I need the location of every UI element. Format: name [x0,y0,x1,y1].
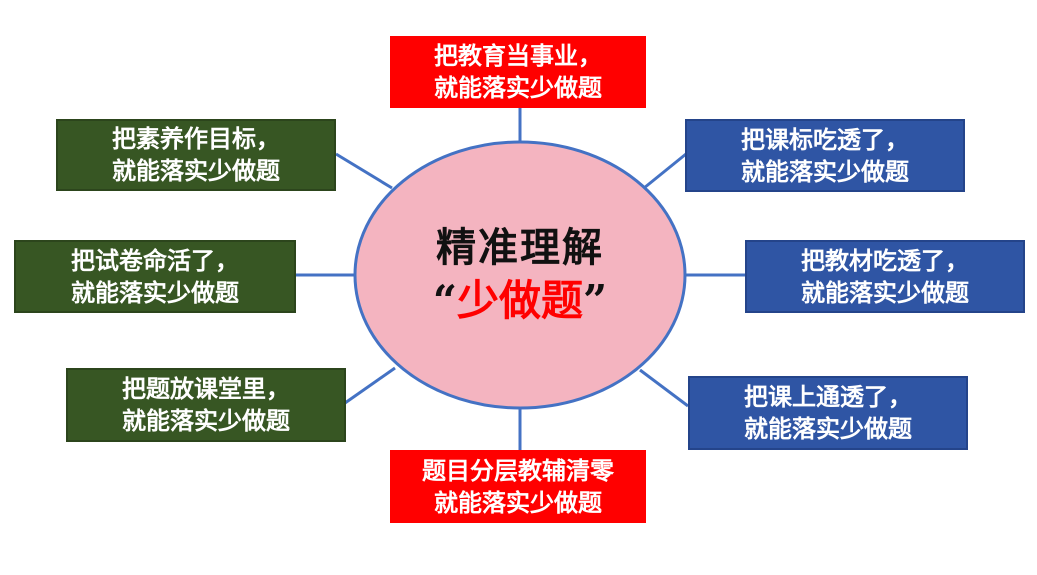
center-title: 精准理解 [436,224,604,271]
node-right3-line2: 就能落实少做题 [744,415,912,443]
node-left1-line2: 就能落实少做题 [112,157,280,185]
connector-right3 [639,368,689,408]
node-left2-line2: 就能落实少做题 [71,278,239,307]
node-bottom: 题目分层教辅清零 就能落实少做题 [390,450,646,523]
node-left2: 把试卷命活了， 就能落实少做题 [14,240,296,313]
connector-left1 [335,152,393,190]
node-right1: 把课标吃透了， 就能落实少做题 [685,119,965,192]
node-top-line1: 把教育当事业， [434,42,602,70]
node-left1: 把素养作目标， 就能落实少做题 [56,119,336,191]
connector-left3 [344,366,396,405]
node-left3-line2: 就能落实少做题 [122,407,290,435]
node-top: 把教育当事业， 就能落实少做题 [390,36,646,108]
node-right2-line2: 就能落实少做题 [801,278,969,307]
node-left3-line1: 把题放课堂里， [122,375,290,403]
center-highlight: 少做题 [456,276,583,325]
node-right1-line1: 把课标吃透了， [741,125,909,154]
connector-right1 [643,152,687,190]
node-left3: 把题放课堂里， 就能落实少做题 [66,368,346,442]
quote-open: “ [432,276,457,325]
node-bottom-line1: 题目分层教辅清零 [422,456,614,485]
node-right1-line2: 就能落实少做题 [741,157,909,186]
node-right3: 把课上通透了， 就能落实少做题 [688,376,968,450]
node-right2-line1: 把教材吃透了， [801,246,969,275]
quote-close: ” [583,276,608,325]
node-bottom-line2: 就能落实少做题 [434,488,602,517]
node-right2: 把教材吃透了， 就能落实少做题 [745,240,1025,313]
center-ellipse [353,140,687,410]
node-right3-line1: 把课上通透了， [744,383,912,411]
node-left2-line1: 把试卷命活了， [71,246,239,275]
node-top-line2: 就能落实少做题 [434,74,602,102]
center-label: 精准理解 “少做题” [390,222,650,328]
center-subtitle: “少做题” [390,274,650,328]
node-left1-line1: 把素养作目标， [112,125,280,153]
